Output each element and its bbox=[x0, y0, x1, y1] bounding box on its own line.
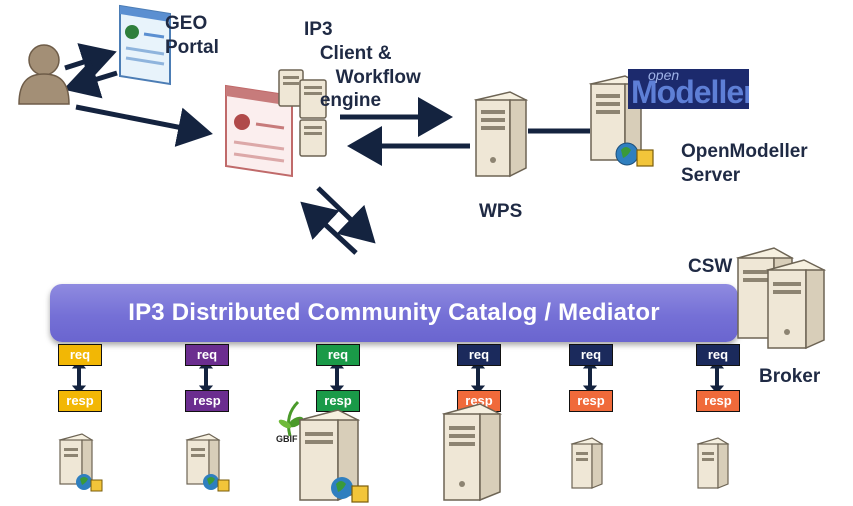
csw-label: CSW bbox=[688, 256, 733, 277]
csw-broker-server-icon bbox=[736, 247, 827, 350]
req-tag: req bbox=[457, 344, 501, 366]
banner-title: IP3 Distributed Community Catalog / Medi… bbox=[128, 299, 660, 326]
openmodeller-server-label: OpenModeller Server bbox=[681, 141, 808, 186]
user-to-portal-arrow bbox=[64, 43, 117, 82]
resp-tag: resp bbox=[696, 390, 740, 412]
resp-tag: resp bbox=[58, 390, 102, 412]
req-tag: req bbox=[185, 344, 229, 366]
geo-portal-window-icon bbox=[119, 4, 171, 86]
client-server-icon bbox=[278, 69, 327, 157]
geo-portal-label: GEO Portal bbox=[165, 13, 219, 58]
req-tag: req bbox=[569, 344, 613, 366]
client-to-catalog-arrow bbox=[316, 186, 376, 244]
gbif-label: GBIF bbox=[276, 434, 298, 444]
wps-label: WPS bbox=[479, 201, 523, 222]
client-workflow-label: IP3 Client & Workflow engine bbox=[304, 19, 421, 112]
req-tag: req bbox=[696, 344, 740, 366]
resp-tag: resp bbox=[185, 390, 229, 412]
provider-server-icon bbox=[441, 403, 503, 502]
broker-label: Broker bbox=[759, 366, 821, 387]
user-to-client-arrow bbox=[75, 104, 213, 147]
gbif-server-icon bbox=[297, 409, 369, 503]
provider-server-icon bbox=[570, 437, 604, 489]
user-icon bbox=[18, 44, 70, 105]
openmodeller-logo: open Modeller bbox=[628, 69, 749, 109]
catalog-to-client-arrow bbox=[300, 201, 358, 255]
resp-tag: resp bbox=[569, 390, 613, 412]
provider-server-icon bbox=[58, 433, 103, 492]
wps-server-icon bbox=[473, 91, 529, 178]
client-window-icon bbox=[225, 84, 293, 178]
req-tag: req bbox=[316, 344, 360, 366]
req-resp-arrows bbox=[71, 360, 725, 394]
logo-open-text: open bbox=[648, 69, 680, 83]
provider-server-icon bbox=[185, 433, 230, 492]
resp-tag: resp bbox=[457, 390, 501, 412]
portal-to-user-arrow bbox=[63, 60, 118, 99]
req-tag: req bbox=[58, 344, 102, 366]
provider-server-icon bbox=[696, 437, 730, 489]
logo-modeller-text: Modeller bbox=[631, 74, 749, 109]
catalog-mediator-banner: IP3 Distributed Community Catalog / Medi… bbox=[50, 284, 738, 342]
